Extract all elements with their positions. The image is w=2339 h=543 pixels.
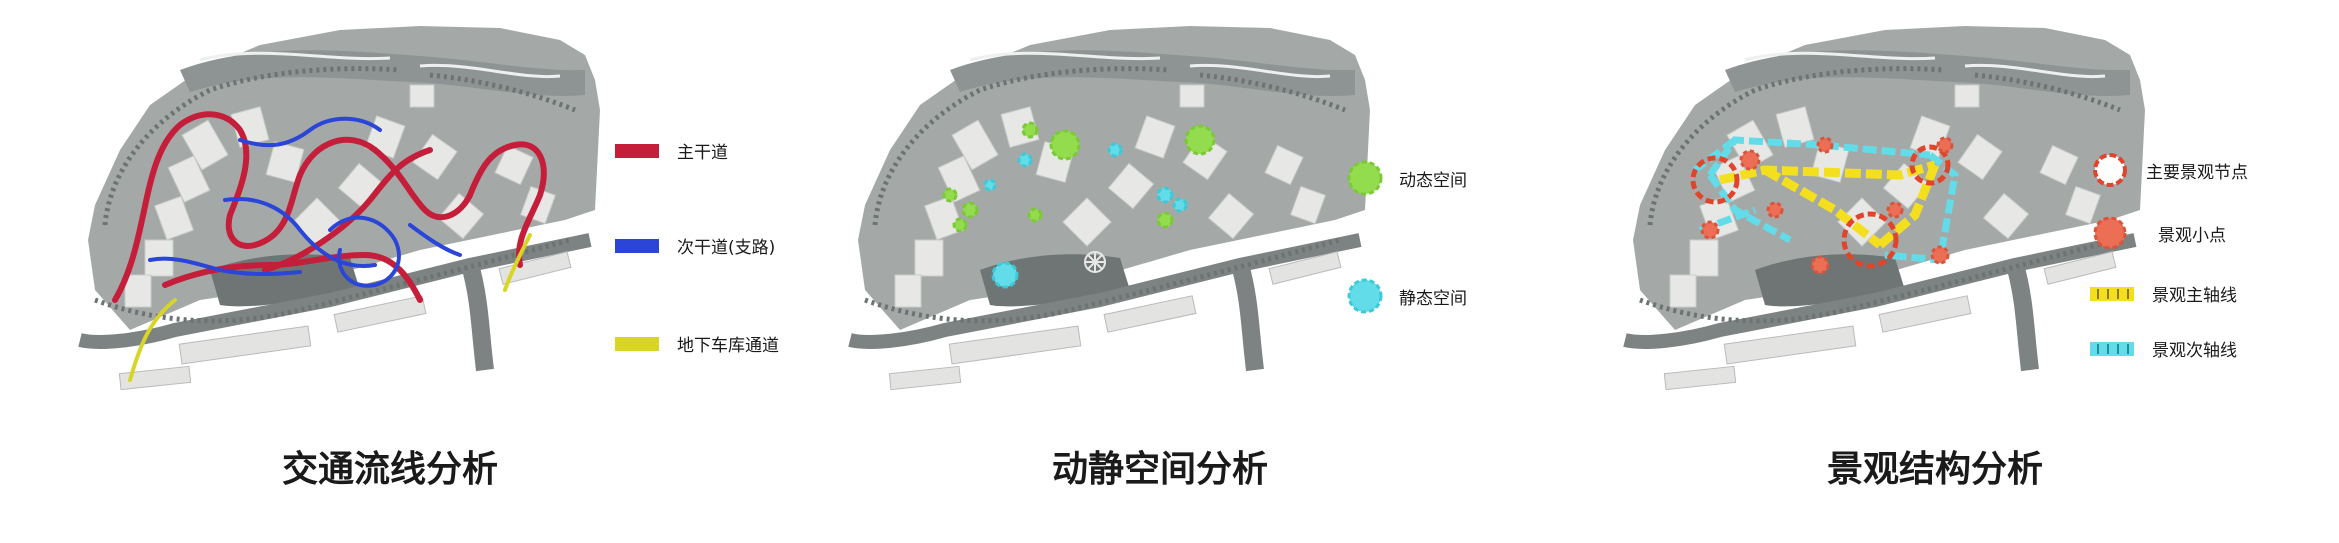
primary-node-marker <box>1909 144 1951 186</box>
primary-node-marker <box>1690 155 1740 205</box>
garage-access-route-a <box>128 298 177 382</box>
cyan-dashed-bar-icon <box>2090 341 2134 356</box>
dynamic-space-marker <box>952 217 968 233</box>
legend-item-secondary-road: 次干道(支路) <box>615 233 775 258</box>
minor-point-marker <box>1936 136 1954 154</box>
legend-item-minor-point: 景观小点 <box>2090 213 2226 253</box>
cyan-dashed-circle-icon <box>1347 278 1383 314</box>
panel-title: 交通流线分析 <box>281 449 498 490</box>
legend-item-primary-node: 主要景观节点 <box>2090 150 2248 190</box>
minor-point-marker <box>1700 220 1720 240</box>
landscape-site-plan <box>1545 0 2325 440</box>
primary-node-markers <box>1690 144 1951 269</box>
legend-item-garage-access: 地下车库通道 <box>615 331 779 356</box>
legend-item-main-road: 主干道 <box>615 138 728 163</box>
panel-spaces: 动态空间 静态空间 动静空间分析 <box>770 0 1550 543</box>
static-space-marker <box>1172 197 1188 213</box>
main-road-route-b <box>372 141 547 268</box>
minor-point-marker <box>1766 201 1784 219</box>
legend-label: 主干道 <box>677 143 728 163</box>
legend-label: 景观小点 <box>2158 225 2226 246</box>
minor-point-marker <box>1739 149 1761 171</box>
garage-access-network <box>128 233 532 382</box>
legend-label: 景观次轴线 <box>2152 341 2237 361</box>
dynamic-space-marker <box>1049 129 1081 161</box>
red-dashed-dot-icon <box>2093 216 2127 250</box>
static-space-marker <box>1107 142 1123 158</box>
secondary-road-route-b <box>223 197 377 268</box>
secondary-road-network <box>148 116 462 288</box>
blue-line-swatch-icon <box>615 238 659 253</box>
dynamic-space-markers <box>942 121 1216 233</box>
main-road-route-d <box>262 147 433 273</box>
dynamic-space-marker <box>961 201 979 219</box>
main-axis-lines <box>1719 160 1940 249</box>
secondary-road-route-d <box>148 256 302 277</box>
static-space-marker <box>991 261 1019 289</box>
minor-point-markers <box>1700 136 1954 275</box>
traffic-site-plan <box>0 0 780 440</box>
red-dashed-ring-icon <box>2093 153 2127 187</box>
red-line-swatch-icon <box>615 143 659 158</box>
legend-label: 主要景观节点 <box>2146 162 2248 183</box>
legend-label: 地下车库通道 <box>677 336 779 356</box>
legend-item-dynamic-space: 动态空间 <box>1345 158 1467 198</box>
garage-access-route-b <box>503 233 532 292</box>
dynamic-space-marker <box>1021 121 1039 139</box>
secondary-road-route-c <box>328 215 401 288</box>
plaza-fan-icon <box>1084 251 1106 273</box>
secondary-road-route-a <box>238 116 382 148</box>
minor-point-marker <box>1810 255 1830 275</box>
legend-label: 静态空间 <box>1399 288 1467 309</box>
minor-point-marker <box>1930 245 1950 265</box>
main-axis-line <box>1762 166 1883 249</box>
static-space-marker <box>1156 186 1174 204</box>
secondary-axis-line <box>1884 152 1959 264</box>
legend-item-static-space: 静态空间 <box>1345 276 1467 316</box>
minor-point-marker <box>1886 201 1904 219</box>
legend-label: 动态空间 <box>1399 170 1467 191</box>
minor-point-marker <box>1816 136 1834 154</box>
panel-landscape: 主要景观节点 景观小点 景观主轴线 景观次轴线 景观结构分析 <box>1545 0 2325 543</box>
main-road-route-a <box>112 111 378 303</box>
main-axis-line <box>1877 163 1940 249</box>
green-dashed-circle-icon <box>1347 160 1383 196</box>
panel-title: 动静空间分析 <box>1051 449 1268 490</box>
static-space-markers <box>983 142 1188 289</box>
secondary-road-route-e <box>408 223 462 257</box>
dynamic-space-marker <box>1184 124 1216 156</box>
dynamic-space-marker <box>1027 207 1043 223</box>
spaces-site-plan <box>770 0 1550 440</box>
dynamic-space-marker <box>1156 211 1174 229</box>
main-axis-line <box>1719 160 1937 185</box>
legend-label: 次干道(支路) <box>677 238 776 258</box>
panel-traffic: 主干道 次干道(支路) 地下车库通道 交通流线分析 <box>0 0 780 543</box>
yellow-line-swatch-icon <box>615 336 659 351</box>
static-space-marker <box>1017 152 1033 168</box>
panel-title: 景观结构分析 <box>1826 449 2043 490</box>
dynamic-space-marker <box>942 187 958 203</box>
primary-node-marker <box>1841 211 1899 269</box>
legend-item-secondary-axis: 景观次轴线 <box>2090 336 2237 361</box>
legend-item-main-axis: 景观主轴线 <box>2090 281 2237 306</box>
yellow-dashed-bar-icon <box>2090 286 2134 301</box>
static-space-marker <box>983 178 997 192</box>
legend-label: 景观主轴线 <box>2152 286 2237 306</box>
secondary-axis-line <box>1707 172 1792 244</box>
